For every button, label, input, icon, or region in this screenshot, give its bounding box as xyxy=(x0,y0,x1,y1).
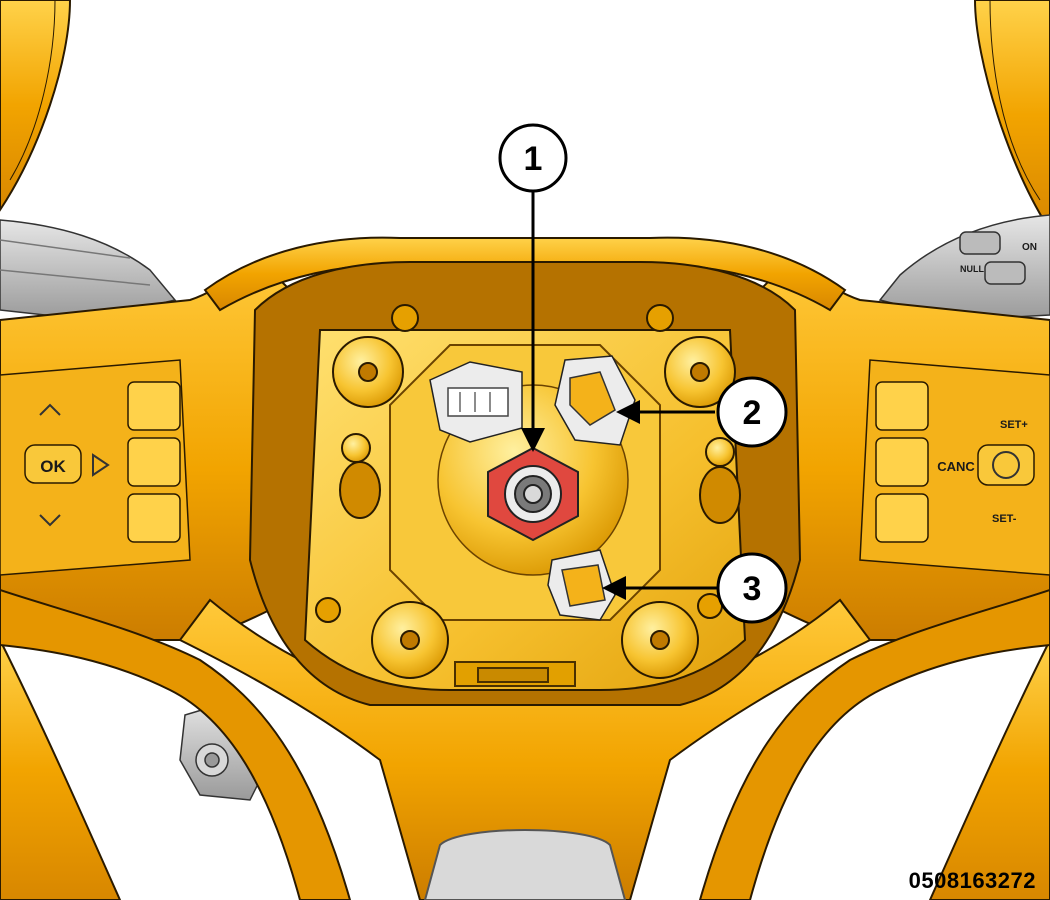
canc-button-label: CANC xyxy=(937,459,975,474)
wiper-stalk xyxy=(878,214,1050,321)
callout-3-number: 3 xyxy=(743,570,762,608)
steering-wheel-retaining-nut xyxy=(487,446,579,542)
stalk-on-label: ON xyxy=(1022,242,1037,253)
clockspring-connector-upper xyxy=(554,355,636,446)
ok-button-label: OK xyxy=(40,457,66,476)
airbag-connector xyxy=(429,361,523,443)
clockspring-connector-lower xyxy=(547,549,616,621)
set-minus-label: SET- xyxy=(992,513,1017,525)
stalk-null-label: NULL xyxy=(960,264,984,274)
left-switch-pad xyxy=(0,359,191,576)
set-plus-label: SET+ xyxy=(1000,419,1028,431)
turn-signal-stalk xyxy=(0,219,177,321)
callout-1-number: 1 xyxy=(524,140,543,178)
callout-1: 1 xyxy=(498,123,568,452)
callout-3: 3 xyxy=(602,552,788,624)
figure-id: 0508163272 xyxy=(908,868,1036,893)
right-switch-pad xyxy=(859,359,1050,576)
callout-2-number: 2 xyxy=(743,394,762,432)
callout-2: 2 xyxy=(616,376,788,448)
